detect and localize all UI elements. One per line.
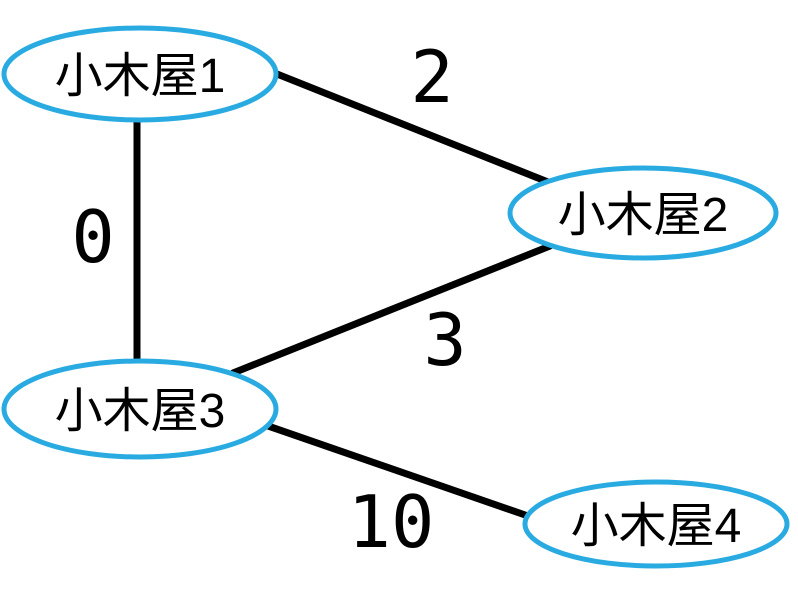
edge-n1-n2-line — [268, 68, 552, 186]
edge-n2-n3-line — [229, 242, 554, 377]
node-n3-label: 小木屋3 — [55, 385, 226, 438]
node-n2-ellipse — [507, 165, 779, 261]
node-n1-ellipse — [1, 25, 279, 123]
edge-n2-n3-weight-label: 3 — [423, 298, 466, 382]
edge-n1-n3-weight-label: 0 — [71, 195, 114, 279]
node-n4-ellipse — [522, 479, 790, 569]
edge-n1-n2-weight-label: 2 — [410, 35, 453, 119]
node-n4-label: 小木屋4 — [571, 500, 742, 553]
node-n1-label: 小木屋1 — [55, 50, 226, 103]
edge-n3-n4-weight-label: 10 — [348, 480, 435, 564]
edge-n3-n4-line — [241, 414, 532, 520]
node-n2-label: 小木屋2 — [558, 189, 729, 242]
node-n3-ellipse — [1, 358, 279, 460]
